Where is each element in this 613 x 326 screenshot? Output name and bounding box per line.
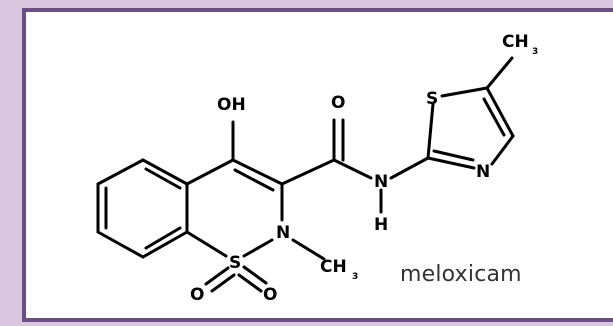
bond-n3-c2: [426, 156, 476, 170]
bond-s1-o-left: [204, 266, 230, 286]
bond-benzene-3: [141, 230, 189, 259]
thiazole-nitrogen-label: N: [476, 162, 490, 182]
bond-c3-amide-c: [280, 158, 336, 186]
bond-n2-ch3: [291, 238, 326, 261]
bond-c5-ch3: [485, 56, 514, 90]
amide-nitrogen-label: N: [374, 172, 388, 192]
bond-c4t-n3: [490, 134, 515, 166]
bond-c4-c3: [231, 158, 284, 186]
methyl-subscript: 3: [532, 47, 538, 57]
bond-benzene-inner-2: [144, 226, 182, 250]
bond-c2-s: [426, 102, 435, 160]
bond-amide-c-n: [332, 158, 373, 180]
bond-amide-n-thiazole: [389, 156, 430, 180]
bond-c4a-c4: [185, 158, 235, 186]
n-methyl-subscript: 3: [352, 272, 358, 282]
ring-nitrogen-label: N: [276, 223, 290, 243]
bond-s1-o-right-double: [237, 273, 263, 293]
figure-panel: [22, 8, 613, 322]
bond-c4-c3-inner: [233, 168, 275, 192]
atom-labels: OH O S CH 3 N N H N S CH 3 O O: [190, 32, 538, 305]
amide-hydrogen-label: H: [374, 215, 388, 235]
thiazole-sulfur-label: S: [426, 89, 438, 109]
sulfonyl-oxygen-right-label: O: [263, 285, 277, 305]
bond-s1-c8a: [185, 230, 228, 258]
sulfonyl-oxygen-left-label: O: [190, 285, 204, 305]
compound-name-label: meloxicam: [400, 262, 522, 287]
sulfonyl-sulfur-label: S: [229, 253, 241, 273]
bond-s1-o-left-double: [210, 273, 236, 293]
n-methyl-carbon-label: CH: [320, 257, 347, 277]
bond-s-c5: [440, 86, 489, 98]
bond-c5-c4t-inner: [482, 97, 506, 137]
bond-n3-c2-inner: [432, 149, 475, 162]
bond-benzene-4: [96, 230, 145, 259]
bonds: [96, 56, 515, 293]
methyl-carbon-label: CH: [502, 32, 529, 52]
bond-s1-o-right: [242, 265, 268, 285]
hydroxyl-label: OH: [217, 95, 246, 115]
bond-c5-c4t: [485, 86, 515, 138]
carbonyl-oxygen-label: O: [331, 93, 345, 113]
bond-benzene-inner-1: [144, 167, 182, 190]
bond-benzene-1: [141, 158, 189, 186]
bond-benzene-6: [96, 158, 145, 186]
bond-n2-s1: [242, 238, 274, 258]
